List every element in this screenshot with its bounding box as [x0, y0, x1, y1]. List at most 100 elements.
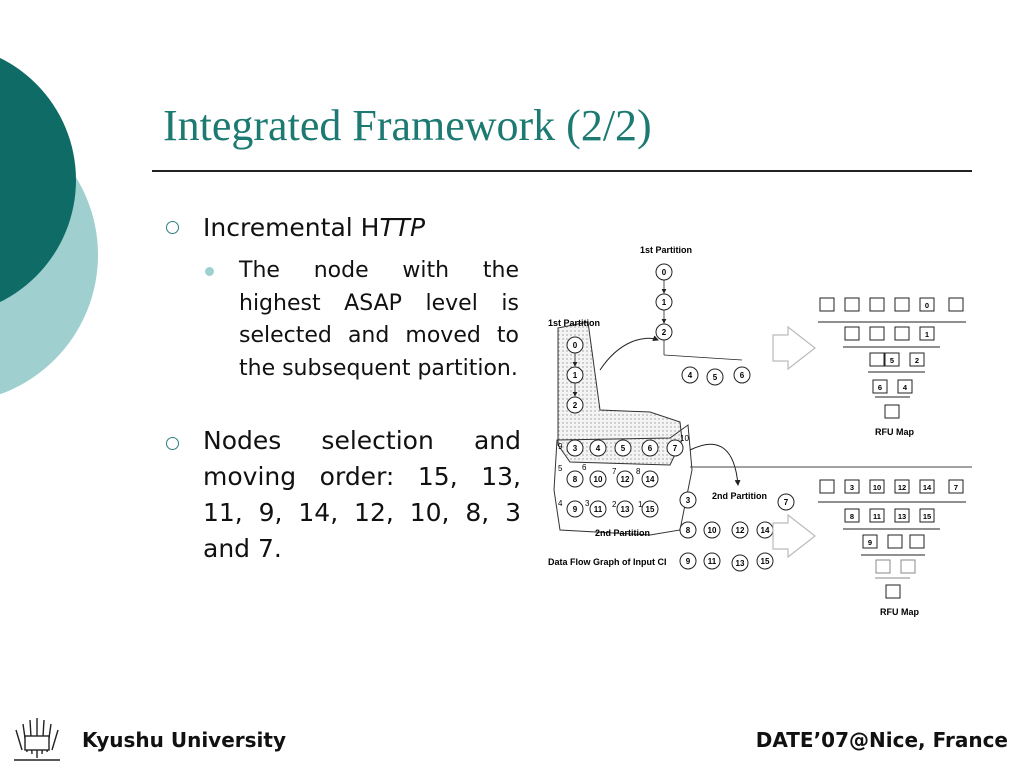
svg-text:11: 11 — [873, 512, 881, 521]
rfu-top-cell — [844, 297, 860, 312]
mid-bottom-node-3: 3 — [679, 491, 697, 509]
map-arrow-bottom — [772, 513, 816, 559]
rfu-bottom-cell: 14 — [919, 479, 935, 494]
svg-text:7: 7 — [954, 483, 958, 492]
rfu-top-cell — [894, 326, 910, 341]
svg-text:1: 1 — [662, 298, 667, 307]
svg-text:3: 3 — [850, 483, 854, 492]
footer-conference: DATE’07@Nice, France — [755, 728, 1008, 752]
svg-text:14: 14 — [923, 483, 932, 492]
rfu-top-cell: 4 — [897, 379, 913, 394]
left-second-partition-label: 2nd Partition — [595, 528, 650, 538]
left-node-13: 13 — [616, 500, 634, 518]
left-node-1: 1 — [566, 366, 584, 384]
mid-bottom-node-10: 10 — [703, 521, 721, 539]
dark-circle-shape — [0, 57, 76, 303]
footer-university: Kyushu University — [82, 728, 286, 752]
bullet-1-main: Incremental H — [203, 213, 380, 242]
svg-text:7: 7 — [784, 498, 789, 507]
left-node-5: 5 — [614, 439, 632, 457]
rfu-top-cell — [844, 326, 860, 341]
svg-text:13: 13 — [898, 512, 906, 521]
left-node-0: 0 — [566, 336, 584, 354]
svg-text:12: 12 — [898, 483, 906, 492]
rfu-bottom-cell — [819, 479, 835, 494]
svg-text:2: 2 — [915, 356, 919, 365]
left-node-4: 4 — [589, 439, 607, 457]
rfu-bottom-cell — [887, 534, 903, 549]
left-first-partition-label: 1st Partition — [548, 318, 600, 328]
mid-bottom-node-12: 12 — [731, 521, 749, 539]
left-node-7: 7 — [666, 439, 684, 457]
first-partition-region — [557, 321, 683, 466]
svg-text:15: 15 — [646, 505, 655, 514]
svg-text:0: 0 — [573, 341, 578, 350]
svg-text:1: 1 — [925, 330, 929, 339]
svg-text:5: 5 — [621, 444, 626, 453]
svg-text:4: 4 — [903, 383, 908, 392]
university-logo — [14, 718, 60, 761]
mid-second-partition-label: 2nd Partition — [712, 491, 767, 501]
left-node-10: 10 — [589, 470, 607, 488]
svg-text:5: 5 — [713, 373, 718, 382]
rfu-top-cell: 1 — [919, 326, 935, 341]
title-divider — [152, 170, 972, 172]
svg-text:8: 8 — [686, 526, 691, 535]
mid-bottom-node-11: 11 — [703, 552, 721, 570]
left-edge-label: 8 — [636, 467, 641, 476]
rfu-top-cell — [884, 404, 900, 419]
left-node-8: 8 — [566, 470, 584, 488]
bullet-2-text: Nodes selection and moving order: 15, 13… — [203, 426, 521, 563]
svg-text:15: 15 — [923, 512, 931, 521]
rfu-top-cell — [819, 297, 835, 312]
svg-text:10: 10 — [708, 526, 717, 535]
svg-text:7: 7 — [673, 444, 678, 453]
rfu-bottom-cell: 7 — [948, 479, 964, 494]
left-edge-label: 4 — [558, 499, 563, 508]
bullet-1-text: Incremental HTTP — [203, 213, 425, 242]
graph-edge — [663, 354, 743, 361]
svg-text:6: 6 — [878, 383, 882, 392]
rfu-bottom-cell: 11 — [869, 508, 885, 523]
svg-text:8: 8 — [573, 475, 578, 484]
left-node-14: 14 — [641, 470, 659, 488]
rfu-top-cell — [894, 297, 910, 312]
svg-text:11: 11 — [708, 557, 717, 566]
rfu-top-cell — [869, 352, 885, 367]
svg-text:10: 10 — [873, 483, 881, 492]
svg-text:6: 6 — [648, 444, 653, 453]
mid-top-node-5: 5 — [706, 368, 724, 386]
mid-bottom-node-14: 14 — [756, 521, 774, 539]
rfu-bottom-cell: 15 — [919, 508, 935, 523]
left-node-11: 11 — [589, 500, 607, 518]
rfu-bottom-cell: 12 — [894, 479, 910, 494]
svg-text:1: 1 — [573, 371, 578, 380]
decorative-circles — [0, 57, 98, 395]
rfu-map-bottom-label: RFU Map — [880, 607, 919, 617]
partition-diagram: 1st Partition 2nd Partition Data Flow Gr… — [548, 245, 972, 617]
svg-text:0: 0 — [925, 301, 929, 310]
slide-title: Integrated Framework (2/2) — [163, 101, 652, 150]
svg-text:14: 14 — [761, 526, 770, 535]
left-edge-label: 2 — [612, 500, 617, 509]
rfu-bottom-cell — [909, 534, 925, 549]
left-edge-label: 5 — [558, 464, 563, 473]
left-node-12: 12 — [616, 470, 634, 488]
svg-text:9: 9 — [573, 505, 578, 514]
left-node-3: 3 — [566, 439, 584, 457]
left-edge-label: 7 — [612, 467, 617, 476]
mid-bottom-node-15: 15 — [756, 552, 774, 570]
svg-text:2: 2 — [662, 328, 667, 337]
mid-bottom-node-7: 7 — [777, 493, 795, 511]
rfu-bottom-cell: 13 — [894, 508, 910, 523]
svg-text:12: 12 — [736, 526, 745, 535]
rfu-bottom-cell: 3 — [844, 479, 860, 494]
mid-first-partition-label: 1st Partition — [640, 245, 692, 255]
left-edge-label: 6 — [582, 463, 587, 472]
svg-text:13: 13 — [736, 559, 745, 568]
